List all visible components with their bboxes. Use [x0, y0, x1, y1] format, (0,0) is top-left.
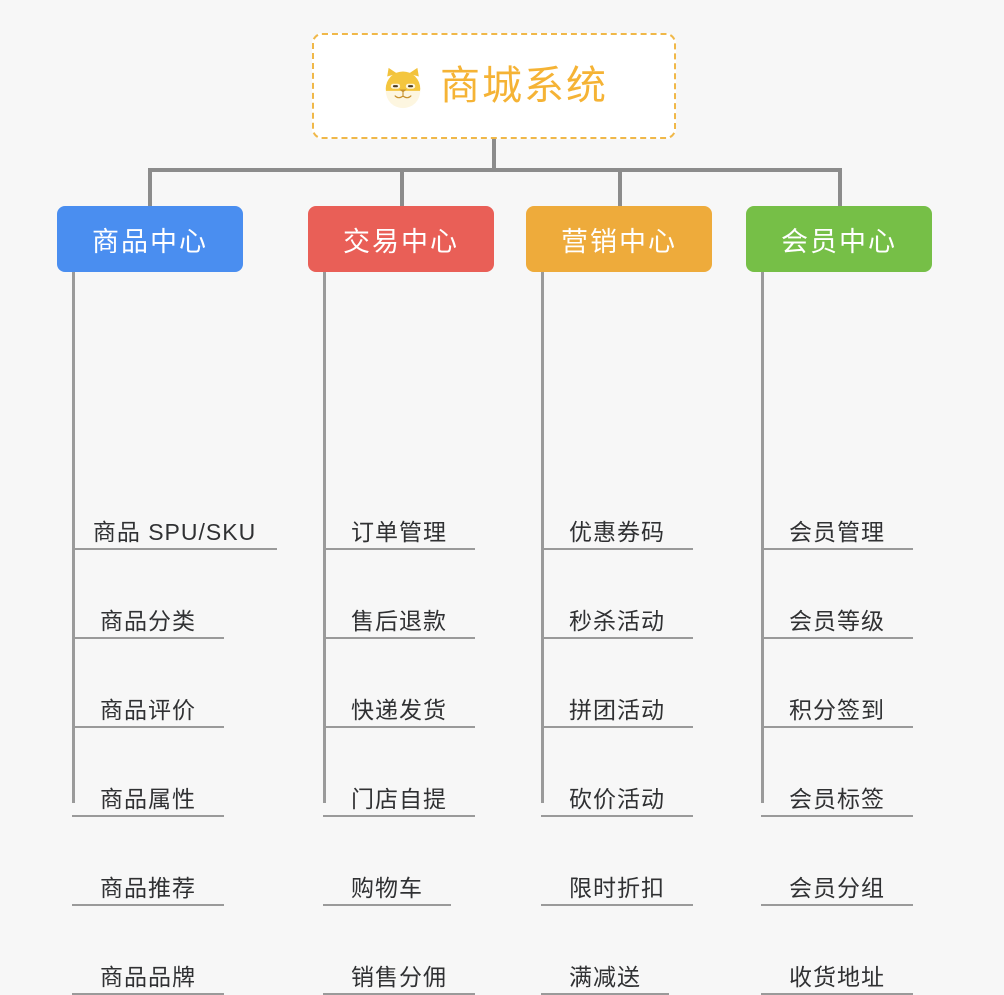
leaf-item[interactable]: 商品分类: [72, 595, 224, 639]
leaf-label: 会员管理: [789, 518, 885, 545]
branch-label: 商品中心: [92, 226, 208, 257]
leaf-label: 秒杀活动: [569, 607, 665, 634]
branch-label: 交易中心: [343, 226, 459, 257]
leaf-label: 商品分类: [100, 607, 196, 634]
leaf-label: 会员分组: [789, 874, 885, 901]
leaf-item[interactable]: 会员等级: [761, 595, 913, 639]
leaf-label: 限时折扣: [569, 874, 665, 901]
connector-horizontal-bus: [150, 168, 840, 172]
branch-header-member-center[interactable]: 会员中心: [746, 206, 932, 272]
connector-drop-1: [148, 168, 152, 208]
leaf-item[interactable]: 会员管理: [761, 506, 913, 550]
root-title: 商城系统: [440, 64, 608, 108]
leaf-label: 快递发货: [351, 696, 447, 723]
leaf-item[interactable]: 秒杀活动: [541, 595, 693, 639]
leaf-item[interactable]: 限时折扣: [541, 862, 693, 906]
leaf-item[interactable]: 积分签到: [761, 684, 913, 728]
leaf-item[interactable]: 商品评价: [72, 684, 224, 728]
leaf-label: 销售分佣: [351, 963, 447, 990]
leaf-label: 购物车: [351, 874, 423, 901]
leaf-label: 拼团活动: [569, 696, 665, 723]
branch-label: 营销中心: [561, 226, 677, 257]
leaf-label: 订单管理: [351, 518, 447, 545]
branch-rail: [541, 272, 544, 803]
leaf-label: 门店自提: [351, 785, 447, 812]
root-node[interactable]: 商城系统: [312, 33, 676, 139]
leaf-item[interactable]: 拼团活动: [541, 684, 693, 728]
leaf-item[interactable]: 快递发货: [323, 684, 475, 728]
connector-drop-3: [618, 168, 622, 208]
leaf-label: 商品推荐: [100, 874, 196, 901]
branch-rail: [72, 272, 75, 803]
connector-drop-4: [838, 168, 842, 208]
leaf-item[interactable]: 商品推荐: [72, 862, 224, 906]
leaf-item[interactable]: 砍价活动: [541, 773, 693, 817]
leaf-label: 会员标签: [789, 785, 885, 812]
leaf-label: 砍价活动: [569, 785, 665, 812]
connector-root-stem: [492, 139, 496, 170]
leaf-item[interactable]: 会员标签: [761, 773, 913, 817]
leaf-item[interactable]: 优惠券码: [541, 506, 693, 550]
leaf-label: 会员等级: [789, 607, 885, 634]
leaf-label: 优惠券码: [569, 518, 665, 545]
shiba-dog-face-icon: [380, 65, 426, 111]
leaf-item[interactable]: 商品属性: [72, 773, 224, 817]
branch-header-product-center[interactable]: 商品中心: [57, 206, 243, 272]
leaf-label: 商品 SPU/SKU: [92, 518, 257, 545]
leaf-item[interactable]: 购物车: [323, 862, 451, 906]
leaf-item[interactable]: 商品品牌: [72, 951, 224, 995]
branch-rail: [761, 272, 764, 803]
leaf-label: 售后退款: [351, 607, 447, 634]
branch-rail: [323, 272, 326, 803]
leaf-item[interactable]: 商品 SPU/SKU: [72, 506, 277, 550]
leaf-label: 商品评价: [100, 696, 196, 723]
leaf-item[interactable]: 售后退款: [323, 595, 475, 639]
leaf-label: 满减送: [569, 963, 641, 990]
leaf-item[interactable]: 销售分佣: [323, 951, 475, 995]
mindmap-diagram: 商城系统 商品中心 商品 SPU/SKU 商品分类 商品评价 商品属性 商品推荐…: [57, 33, 932, 995]
leaf-item[interactable]: 门店自提: [323, 773, 475, 817]
connector-drop-2: [400, 168, 404, 208]
leaf-label: 商品属性: [100, 785, 196, 812]
leaf-label: 商品品牌: [100, 963, 196, 990]
branch-label: 会员中心: [781, 226, 897, 257]
leaf-item[interactable]: 会员分组: [761, 862, 913, 906]
leaf-label: 收货地址: [789, 963, 885, 990]
leaf-item[interactable]: 订单管理: [323, 506, 475, 550]
leaf-label: 积分签到: [789, 696, 885, 723]
leaf-item[interactable]: 收货地址: [761, 951, 913, 995]
branch-header-trade-center[interactable]: 交易中心: [308, 206, 494, 272]
branch-header-marketing-center[interactable]: 营销中心: [526, 206, 712, 272]
leaf-item[interactable]: 满减送: [541, 951, 669, 995]
